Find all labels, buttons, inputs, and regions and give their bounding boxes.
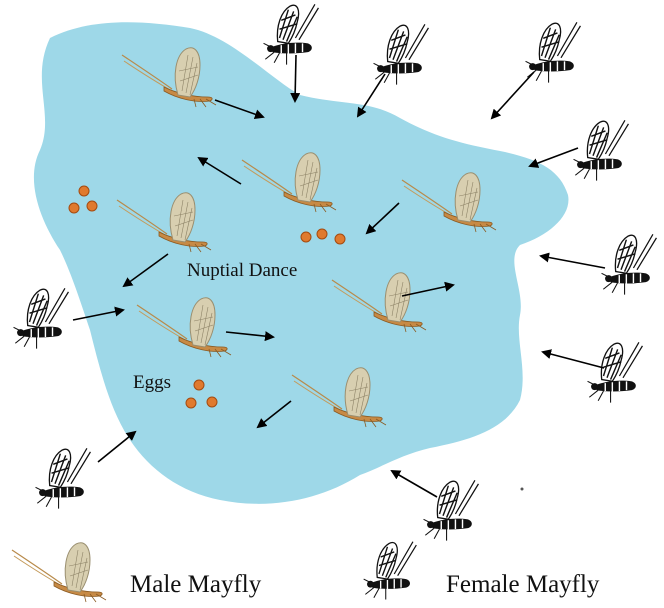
female-mayfly-icon: [526, 22, 581, 82]
arrow-icon: [98, 432, 135, 462]
female-mayfly-icon: [588, 342, 643, 402]
legend-male-label: Male Mayfly: [130, 571, 262, 598]
egg-icon: [207, 397, 217, 407]
egg-icon: [87, 201, 97, 211]
female-mayfly-icon: [264, 4, 319, 64]
arrow-icon: [541, 256, 605, 268]
female-mayfly-icon: [14, 288, 69, 348]
eggs-label: Eggs: [133, 372, 171, 393]
arrow-icon: [543, 352, 604, 368]
legend: Male Mayfly Female Mayfly: [12, 542, 600, 602]
water-area: [34, 22, 569, 504]
arrow-icon: [295, 55, 296, 101]
nuptial-dance-label: Nuptial Dance: [187, 260, 297, 281]
arrow-icon: [492, 72, 534, 118]
speck: [521, 488, 524, 491]
egg-icon: [69, 203, 79, 213]
female-mayfly-icon: [364, 542, 417, 600]
egg-icon: [79, 186, 89, 196]
arrow-icon: [392, 471, 437, 497]
egg-icon: [335, 234, 345, 244]
egg-icon: [301, 232, 311, 242]
female-mayfly-icon: [374, 24, 429, 84]
female-mayfly-icon: [574, 120, 629, 180]
male-mayfly-icon: [12, 543, 106, 602]
egg-icon: [194, 380, 204, 390]
female-mayfly-icon: [424, 480, 479, 540]
arrow-icon: [530, 148, 578, 166]
female-mayfly-icon: [36, 448, 91, 508]
female-mayfly-icon: [602, 234, 657, 294]
egg-icon: [317, 229, 327, 239]
egg-icon: [186, 398, 196, 408]
legend-female-label: Female Mayfly: [446, 571, 600, 598]
